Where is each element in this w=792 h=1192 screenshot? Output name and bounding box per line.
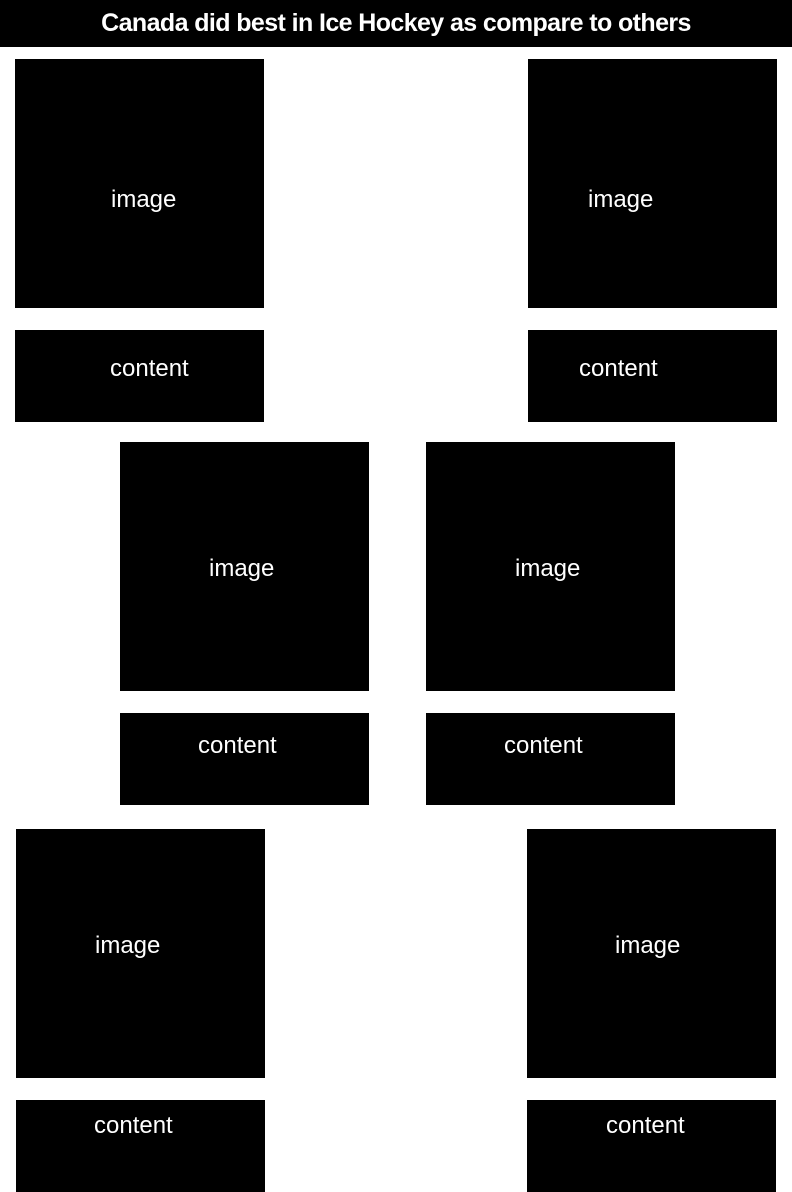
- card-content-placeholder: content: [15, 330, 264, 422]
- image-label: image: [588, 186, 654, 213]
- card-image-placeholder: image: [528, 59, 777, 308]
- card-image-placeholder: image: [16, 829, 265, 1078]
- card-image-placeholder: image: [527, 829, 776, 1078]
- page-title: Canada did best in Ice Hockey as compare…: [101, 9, 691, 37]
- image-label: image: [95, 932, 161, 959]
- content-label: content: [198, 732, 277, 759]
- card-content-placeholder: content: [16, 1100, 265, 1192]
- image-label: image: [615, 932, 681, 959]
- content-label: content: [606, 1112, 685, 1139]
- card-content-placeholder: content: [527, 1100, 776, 1192]
- image-label: image: [209, 555, 275, 582]
- content-label: content: [504, 732, 583, 759]
- content-label: content: [94, 1112, 173, 1139]
- card-content-placeholder: content: [120, 713, 369, 805]
- card-image-placeholder: image: [426, 442, 675, 691]
- image-label: image: [515, 555, 581, 582]
- card-content-placeholder: content: [528, 330, 777, 422]
- image-label: image: [111, 186, 177, 213]
- card-image-placeholder: image: [120, 442, 369, 691]
- card-image-placeholder: image: [15, 59, 264, 308]
- content-label: content: [579, 355, 658, 382]
- content-label: content: [110, 355, 189, 382]
- card-content-placeholder: content: [426, 713, 675, 805]
- page-header: Canada did best in Ice Hockey as compare…: [0, 0, 792, 47]
